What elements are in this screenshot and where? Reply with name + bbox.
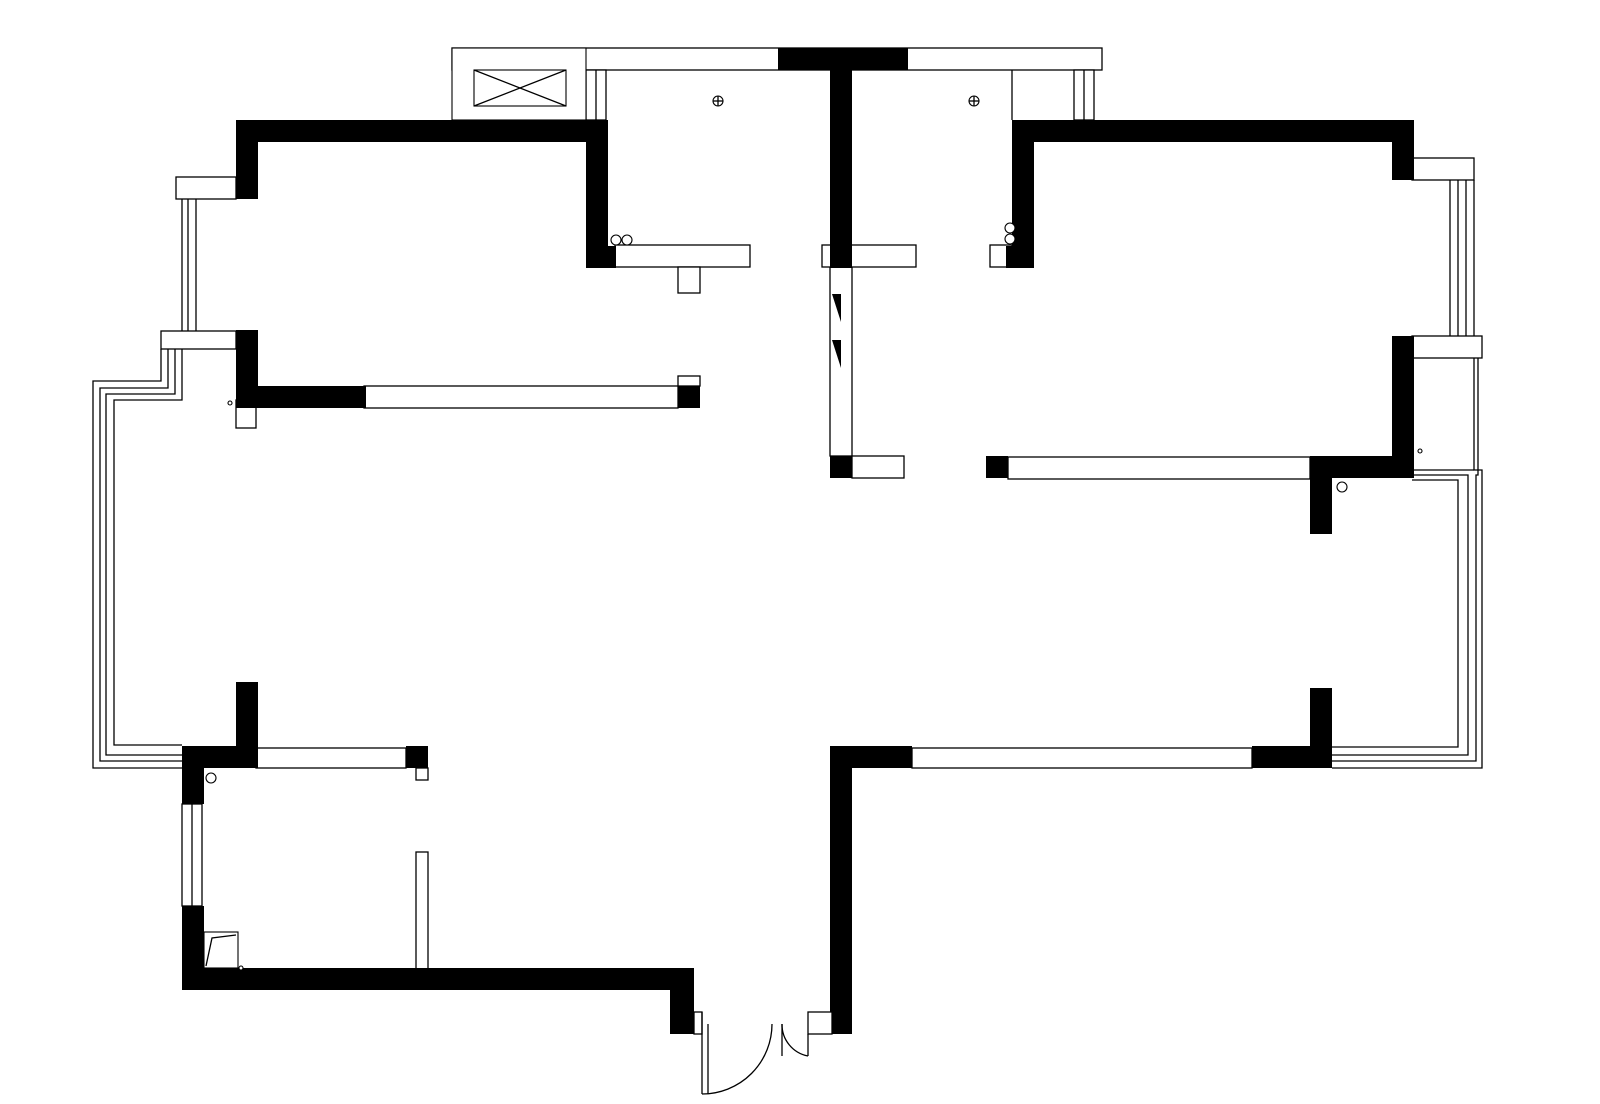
partition-center-stub [851,455,905,479]
right-window-top-cap [1411,157,1475,181]
wall [586,246,616,268]
walls [182,48,1414,1034]
small-ledge-top [677,375,701,387]
partition-bottom-stub [415,851,429,971]
right-window-mid-cap [1411,335,1483,359]
ceiling-light-icon [712,95,724,107]
wall [1310,456,1414,478]
door-swing-icon [693,1011,833,1095]
wall [182,968,694,990]
partition-right-lower [911,747,1253,769]
small-ledge-lower [415,767,429,781]
wall [1392,120,1414,180]
partition-left-lower [255,747,407,769]
symbols [203,47,1423,1095]
switch-icon [832,294,841,322]
partition-right-mid [1007,456,1311,480]
wall [1392,336,1414,478]
wall [1012,120,1034,268]
ceiling-light-icon [968,95,980,107]
wall [830,456,852,478]
pipe-icon [1004,233,1016,245]
counter-left-stem [677,266,701,294]
wall [678,386,700,408]
partition-left-upper [363,385,679,409]
wall [236,386,366,408]
wall [586,120,608,268]
wall [830,70,852,268]
pipe-icon [621,234,633,246]
floor-drain-icon [205,772,217,784]
water-heater-icon [203,931,239,969]
wall [236,120,258,199]
pipe-icon [1004,222,1016,234]
floor-drain-icon [227,400,233,406]
switch-icon [832,340,841,368]
wall [182,746,204,804]
floor-drain-icon [1417,448,1423,454]
wall [1006,246,1034,268]
ventilation-shaft-icon [451,47,587,121]
left-window-upper [175,176,237,200]
wall [406,746,428,768]
left-window-lower [160,330,237,350]
wall [1012,120,1414,142]
windows [92,47,1483,971]
wall [670,968,694,1034]
wall [1310,456,1332,534]
wall [778,48,908,70]
counter-left [614,244,751,268]
wall [986,456,1008,478]
wall [1310,688,1332,768]
wall [236,120,606,142]
pipe-icon [610,234,622,246]
wall [830,746,852,1034]
floor-drain-icon [1336,481,1348,493]
floor-drain-icon [238,965,244,971]
